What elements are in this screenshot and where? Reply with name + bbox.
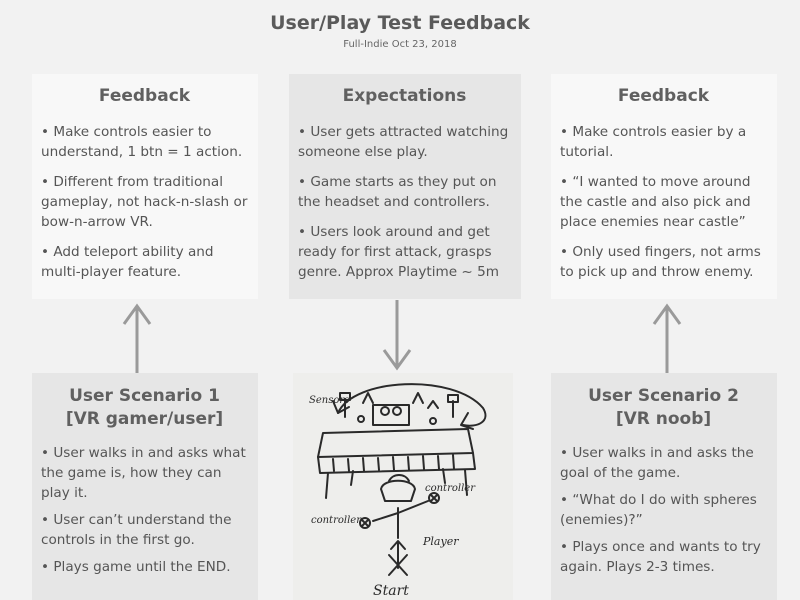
list-item: • “I wanted to move around the castle an… <box>560 174 751 231</box>
list-item: • Different from traditional gameplay, n… <box>41 174 248 231</box>
feedback-right-heading: Feedback <box>617 86 710 106</box>
scenario-1-subtitle: [VR gamer/user] <box>65 408 224 429</box>
list-item: • User walks in and asks the goal of the… <box>560 444 754 481</box>
sensors-label: Sensors <box>309 395 349 406</box>
list-item: • User walks in and asks what the game i… <box>41 444 246 501</box>
list-item: • Game starts as they put on the headset… <box>298 174 497 211</box>
list-item: • User can’t understand the controls in … <box>41 511 232 548</box>
start-label: Start <box>373 583 409 599</box>
user-scenario-2-card: User Scenario 2 [VR noob] • User walks i… <box>551 373 777 600</box>
controller-right-label: controller <box>425 483 476 494</box>
feedback-right-list: • Make controls easier by a tutorial. • … <box>560 122 767 282</box>
feedback-card-left: Feedback • Make controls easier to under… <box>32 74 258 299</box>
scenario-1-list: • User walks in and asks what the game i… <box>41 443 248 577</box>
list-item: • Only used fingers, not arms to pick up… <box>560 244 761 281</box>
feedback-left-heading: Feedback <box>98 86 191 106</box>
arrow-up-right-icon <box>652 303 682 374</box>
scenario-1-title: User Scenario 1 <box>69 386 220 406</box>
list-item: • Plays game until the END. <box>41 558 231 575</box>
page-subtitle: Full-Indie Oct 23, 2018 <box>343 39 457 50</box>
play-area-sketch: Sensors controller controller Player Sta… <box>293 373 513 600</box>
list-item: • User gets attracted watching someone e… <box>298 124 509 161</box>
player-label: Player <box>422 535 459 548</box>
list-item: • “What do I do with spheres (enemies)?” <box>560 491 757 528</box>
scenario-2-title: User Scenario 2 <box>588 386 739 406</box>
list-item: • Make controls easier by a tutorial. <box>560 124 747 161</box>
scenario-2-heading: User Scenario 2 [VR noob] <box>560 385 767 431</box>
feedback-left-list: • Make controls easier to understand, 1 … <box>41 122 248 282</box>
scenario-1-heading: User Scenario 1 [VR gamer/user] <box>41 385 248 431</box>
scenario-2-list: • User walks in and asks the goal of the… <box>560 443 767 577</box>
list-item: • Plays once and wants to try again. Pla… <box>560 538 761 575</box>
scenario-2-subtitle: [VR noob] <box>615 408 712 429</box>
controller-left-label: controller <box>311 515 362 526</box>
list-item: • Add teleport ability and multi-player … <box>41 244 214 281</box>
feedback-card-right: Feedback • Make controls easier by a tut… <box>551 74 777 299</box>
page-title: User/Play Test Feedback <box>270 12 530 34</box>
expectations-card: Expectations • User gets attracted watch… <box>289 74 521 299</box>
expectations-list: • User gets attracted watching someone e… <box>298 122 511 282</box>
sketch-drawing: Sensors controller controller Player Sta… <box>309 383 487 599</box>
expectations-heading: Expectations <box>342 86 467 106</box>
arrow-up-left-icon <box>122 303 152 374</box>
list-item: • Users look around and get ready for fi… <box>298 224 499 281</box>
user-scenario-1-card: User Scenario 1 [VR gamer/user] • User w… <box>32 373 258 600</box>
list-item: • Make controls easier to understand, 1 … <box>41 124 243 161</box>
arrow-down-center-icon <box>382 300 412 371</box>
